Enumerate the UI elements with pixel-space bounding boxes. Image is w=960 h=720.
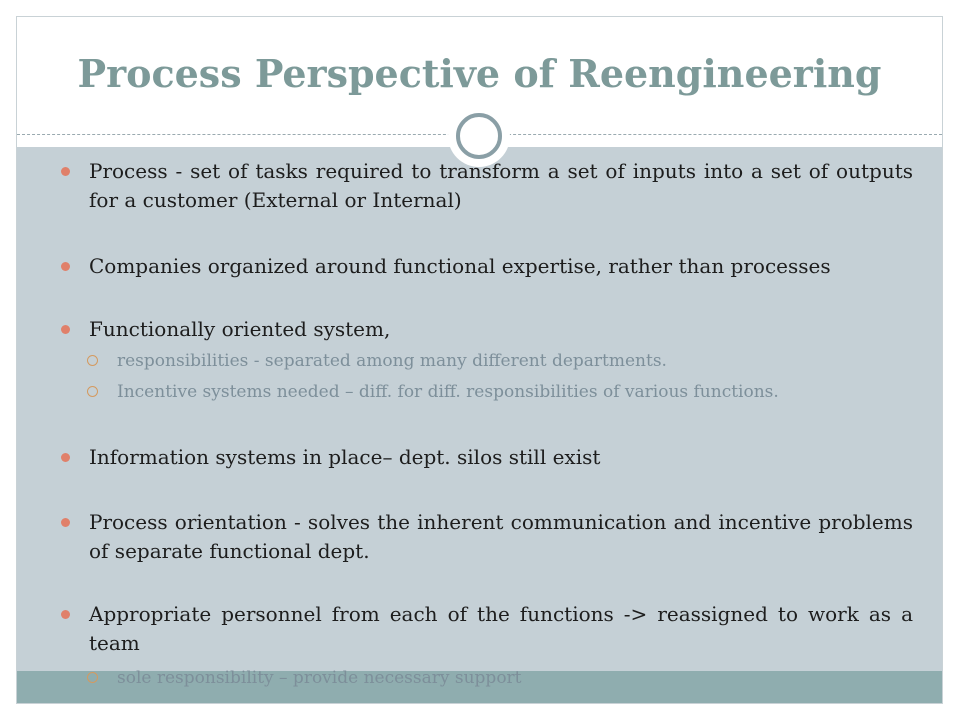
bullet-text: Companies organized around functional ex… <box>89 254 831 278</box>
sub-bullet-ring-icon <box>87 386 98 397</box>
bullet-dot-icon <box>61 325 70 334</box>
bullet-text: Process orientation - solves the inheren… <box>89 510 913 563</box>
sub-bullet-item: Incentive systems needed – diff. for dif… <box>87 381 913 403</box>
bullet-item: Information systems in place– dept. silo… <box>61 443 913 472</box>
sub-bullet-item: sole responsibility – provide necessary … <box>87 667 913 689</box>
footer-band <box>17 671 942 703</box>
sub-bullet-item: responsibilities - separated among many … <box>87 350 913 372</box>
bullet-list: Process - set of tasks required to trans… <box>17 17 942 703</box>
sub-bullet-text: sole responsibility – provide necessary … <box>117 668 522 688</box>
bullet-item: Process - set of tasks required to trans… <box>61 157 913 215</box>
bullet-item: Appropriate personnel from each of the f… <box>61 600 913 658</box>
sub-bullet-text: responsibilities - separated among many … <box>117 351 667 371</box>
sub-bullet-ring-icon <box>87 355 98 366</box>
bullet-text: Process - set of tasks required to trans… <box>89 159 913 212</box>
bullet-dot-icon <box>61 167 70 176</box>
bullet-item: Functionally oriented system, <box>61 315 913 344</box>
sub-bullet-ring-icon <box>87 672 98 683</box>
bullet-dot-icon <box>61 262 70 271</box>
circle-ornament-ring <box>456 113 502 159</box>
circle-ornament-icon <box>448 105 510 167</box>
bullet-item: Process orientation - solves the inheren… <box>61 508 913 566</box>
slide-title: Process Perspective of Reengineering <box>77 51 882 96</box>
bullet-text: Information systems in place– dept. silo… <box>89 445 601 469</box>
bullet-text: Functionally oriented system, <box>89 317 391 341</box>
slide: Process Perspective of Reengineering Pro… <box>16 16 943 704</box>
content-area <box>17 147 942 671</box>
bullet-text: Appropriate personnel from each of the f… <box>89 602 913 655</box>
bullet-dot-icon <box>61 518 70 527</box>
bullet-dot-icon <box>61 610 70 619</box>
bullet-dot-icon <box>61 453 70 462</box>
bullet-item: Companies organized around functional ex… <box>61 252 913 281</box>
sub-bullet-text: Incentive systems needed – diff. for dif… <box>117 382 779 402</box>
